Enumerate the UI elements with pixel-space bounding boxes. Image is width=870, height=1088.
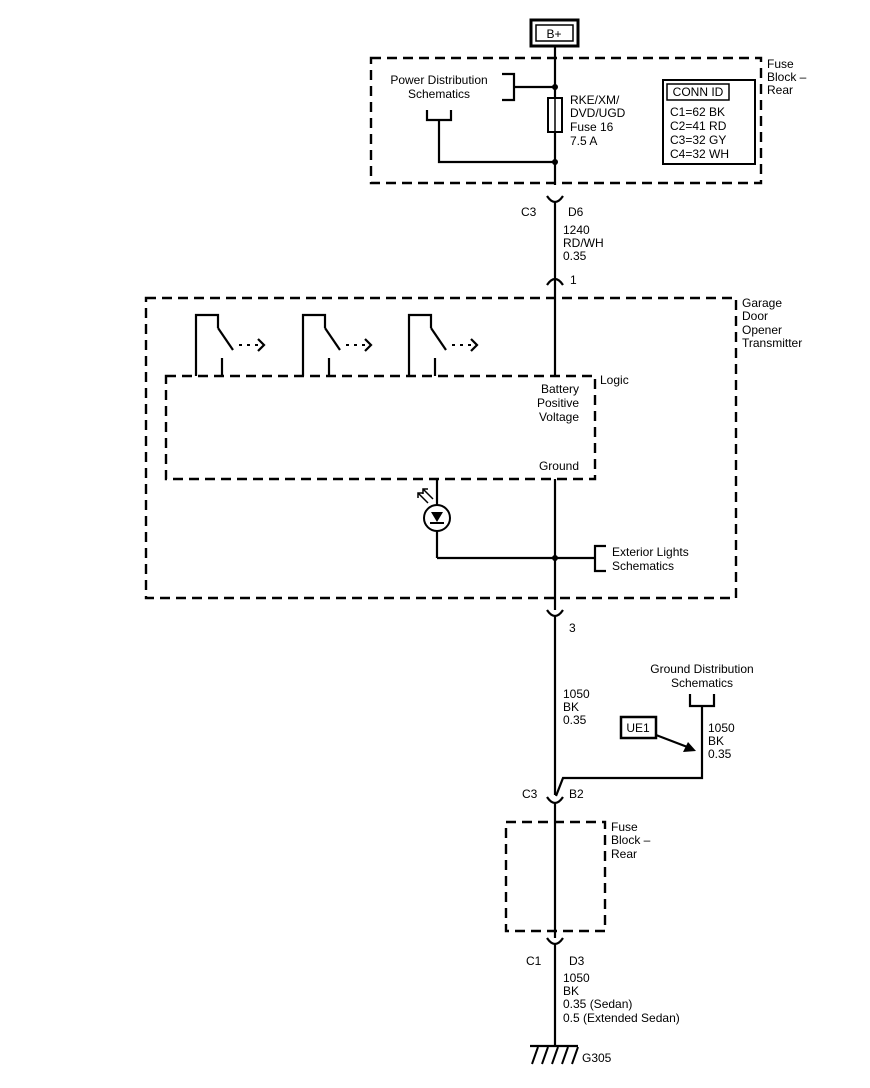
gdo-line2: Door [742,309,768,323]
ext-lights-line2: Schematics [612,559,674,573]
wire1-color: RD/WH [563,236,604,250]
garage-door-opener-outline [144,296,738,600]
fuse-line2: DVD/UGD [570,106,626,120]
ext-lights-line1: Exterior Lights [612,545,689,559]
wire2-circuit: 1050 [563,687,590,701]
battery-plus-source: B+ [529,18,580,48]
switch-1 [194,313,266,376]
conn-top-right: D6 [568,205,584,219]
conn-id-table: CONN ID C1=62 BK C2=41 RD C3=32 GY C4=32… [662,79,756,165]
wire4-gauge2: 0.5 (Extended Sedan) [563,1011,680,1025]
switch-2 [301,313,373,376]
conn-mid-left: C3 [522,787,538,801]
fuse-block-top-line2: Block – [767,70,807,84]
wire4-color: BK [563,984,579,998]
gdo-line3: Opener [742,323,782,337]
connector-pin-3 [546,609,564,618]
wire2-color: BK [563,700,579,714]
logic-bpv-line3: Voltage [539,410,579,424]
logic-module-outline [164,374,597,481]
ue1-arrow-line [655,733,691,750]
connector-c1-d3 [546,937,564,946]
fuse-block-bottom-outline [504,820,607,933]
conn-mid-right: B2 [569,787,584,801]
ue1-arrow-head [683,742,696,752]
pin1-label: 1 [570,273,577,287]
fuse-line4: 7.5 A [570,134,597,148]
wire1-circuit: 1240 [563,223,590,237]
fuse-block-bottom-line1: Fuse [611,820,638,834]
fuse-block-top-line3: Rear [767,83,793,97]
logic-bpv-line2: Positive [537,396,579,410]
conn-id-row-2: C2=41 RD [670,119,727,133]
fuse-block-bottom-line2: Block – [611,833,651,847]
wire1-gauge: 0.35 [563,249,587,263]
power-dist-line1: Power Distribution [390,73,487,87]
logic-label: Logic [600,373,629,387]
gdo-line4: Transmitter [742,336,802,350]
conn-id-title: CONN ID [673,85,724,99]
ue1-option-box [619,715,658,740]
ue1-label: UE1 [626,721,650,735]
switch-3 [407,313,479,376]
ext-lights-bracket [593,544,606,573]
splice-fuse-out [552,159,558,165]
connector-c3-b2 [546,796,564,805]
conn-id-row-4: C4=32 WH [670,147,729,161]
logic-ground-label: Ground [539,459,579,473]
conn-id-row-3: C3=32 GY [670,133,726,147]
connector-pin-1 [546,277,564,286]
pin3-label: 3 [569,621,576,635]
wire4-circuit: 1050 [563,971,590,985]
wire3-color: BK [708,734,724,748]
ground-dist-bracket [688,694,716,708]
fuse-block-top-outline [369,56,763,185]
battery-plus-label: B+ [546,27,561,41]
led-indicator [417,479,451,558]
ground-dist-line2: Schematics [671,676,733,690]
splice-ground [552,555,558,561]
power-dist-bracket-bottom [425,110,453,122]
wire3-gauge: 0.35 [708,747,732,761]
conn-id-row-1: C1=62 BK [670,105,725,119]
power-dist-line2: Schematics [408,87,470,101]
fuse-block-bottom-line3: Rear [611,847,637,861]
gdo-line1: Garage [742,296,782,310]
power-dist-bracket [502,72,516,102]
wire4-gauge1: 0.35 (Sedan) [563,997,632,1011]
logic-bpv-line1: Battery [541,382,579,396]
fuse-line3: Fuse 16 [570,120,614,134]
conn-bot-right: D3 [569,954,585,968]
ground-dist-line1: Ground Distribution [650,662,753,676]
fuse-line1: RKE/XM/ [570,93,620,107]
ground-label: G305 [582,1051,612,1065]
wire-ground-dist [554,706,704,797]
conn-bot-left: C1 [526,954,542,968]
ground-symbol [530,1044,579,1065]
power-dist-return [437,120,555,164]
fuse-block-top-line1: Fuse [767,57,794,71]
conn-top-left: C3 [521,205,537,219]
wire2-gauge: 0.35 [563,713,587,727]
connector-c3-d6 [546,195,564,204]
wire3-circuit: 1050 [708,721,735,735]
splice-top [552,84,558,90]
